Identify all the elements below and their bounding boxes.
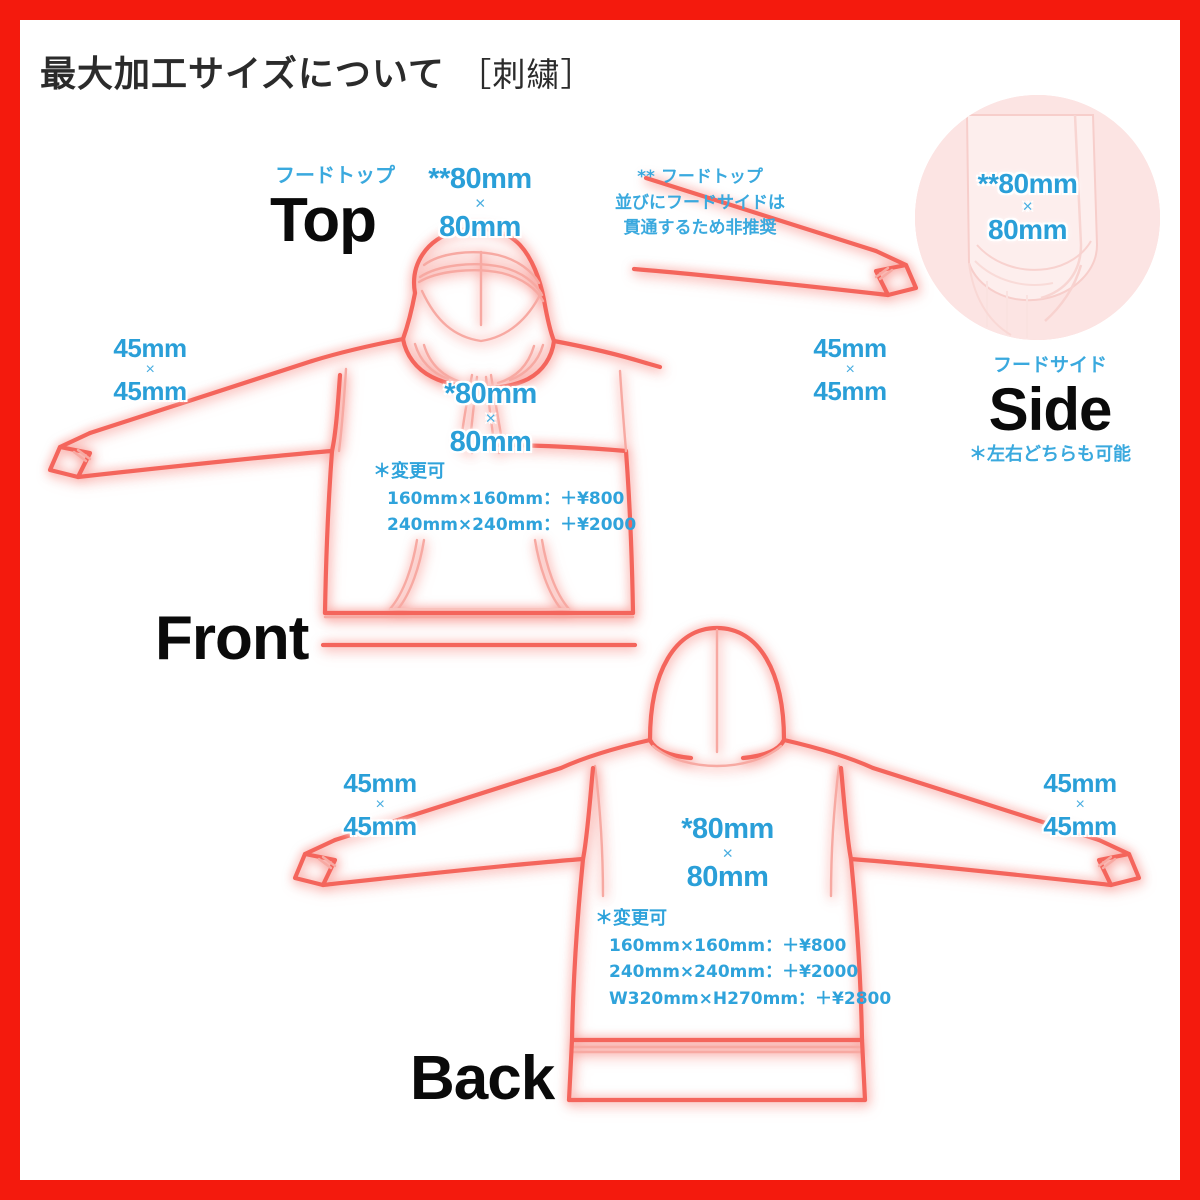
back-center-line1: *80mm [681, 813, 774, 845]
back-sleeve-left-line1: 45mm [343, 768, 417, 798]
back-sleeve-right-x: × [1075, 795, 1085, 814]
front-sleeve-right-line2: 45mm [813, 375, 887, 406]
front-en-label: Front [155, 604, 309, 673]
back-price-item: 240mm×240mm：＋¥2000 [609, 962, 859, 983]
back-price-heading: ＊変更可 [595, 908, 667, 929]
front-hoodie-right-sleeve [631, 175, 919, 298]
front-price-item: 160mm×160mm：＋¥800 [387, 488, 625, 509]
back-sleeve-right-line2: 45mm [1043, 810, 1117, 841]
top-jp-label: フードトップ [275, 163, 395, 187]
back-en-label: Back [410, 1044, 555, 1113]
back-hoodie-illustration [292, 625, 1142, 1103]
poster-frame: 最大加工サイズについて ［刺繍］ [20, 20, 1180, 1180]
hood-top-size-line2: 80mm [439, 210, 521, 243]
front-sleeve-right-size-callout: 45mm × 45mm [795, 335, 905, 404]
side-footnote: ＊左右どちらも可能 [969, 444, 1131, 465]
front-price-item: 240mm×240mm：＋¥2000 [387, 515, 637, 536]
hood-warning-line2: 並びにフードサイドは [615, 192, 785, 213]
front-price-heading: ＊変更可 [373, 461, 445, 482]
back-sleeve-right-line1: 45mm [1043, 768, 1117, 798]
back-price-item: 160mm×160mm：＋¥800 [609, 935, 847, 956]
front-chest-x: × [485, 408, 497, 429]
front-hoodie-illustration [47, 226, 663, 648]
front-sleeve-right-x: × [845, 360, 855, 379]
page-title-text: 最大加工サイズについて [40, 54, 445, 95]
back-center-size-callout: *80mm × 80mm [665, 815, 790, 892]
side-jp-label: フードサイド [992, 354, 1107, 376]
back-sleeve-left-x: × [375, 795, 385, 814]
front-chest-line1: *80mm [444, 378, 537, 410]
front-sleeve-left-line2: 45mm [113, 375, 187, 406]
front-sleeve-right-line1: 45mm [813, 333, 887, 363]
hood-warning-line1: ** フードトップ [637, 167, 763, 187]
top-en-label: Top [270, 186, 377, 255]
hood-side-photo-circle [915, 95, 1160, 340]
hood-side-x: × [1022, 196, 1033, 217]
back-price-list: ＊変更可 160mm×160mm：＋¥800 240mm×240mm：＋¥200… [595, 905, 891, 1012]
back-center-x: × [722, 843, 734, 864]
back-center-line2: 80mm [686, 860, 769, 893]
hood-top-size-line1: **80mm [428, 163, 532, 195]
hood-side-line1: **80mm [977, 168, 1078, 199]
poster-stage: 最大加工サイズについて ［刺繍］ [20, 20, 1180, 1180]
back-sleeve-left-size-callout: 45mm × 45mm [325, 770, 435, 839]
hood-side-size-callout: **80mm × 80mm [960, 170, 1095, 244]
hood-warning-note: ** フードトップ 並びにフードサイドは 貫通するため非推奨 [595, 165, 805, 242]
front-sleeve-left-x: × [145, 360, 155, 379]
front-chest-size-callout: *80mm × 80mm [428, 380, 553, 457]
front-chest-line2: 80mm [449, 425, 532, 458]
page-title: 最大加工サイズについて ［刺繍］ [40, 45, 594, 97]
back-sleeve-left-line2: 45mm [343, 810, 417, 841]
hood-warning-line3: 貫通するため非推奨 [623, 218, 777, 238]
back-sleeve-right-size-callout: 45mm × 45mm [1025, 770, 1135, 839]
page-title-bracket: ［刺繍］ [458, 55, 595, 94]
hood-side-line2: 80mm [988, 214, 1067, 246]
front-sleeve-left-size-callout: 45mm × 45mm [95, 335, 205, 404]
side-en-label: Side [988, 376, 1113, 443]
hood-top-size-x: × [475, 193, 486, 214]
hood-side-photo [915, 95, 1160, 340]
back-price-item: W320mm×H270mm：＋¥2800 [609, 988, 892, 1009]
hood-top-size-callout: **80mm × 80mm [420, 165, 540, 242]
front-price-list: ＊変更可 160mm×160mm：＋¥800 240mm×240mm：＋¥200… [373, 458, 636, 539]
front-sleeve-left-line1: 45mm [113, 333, 187, 363]
